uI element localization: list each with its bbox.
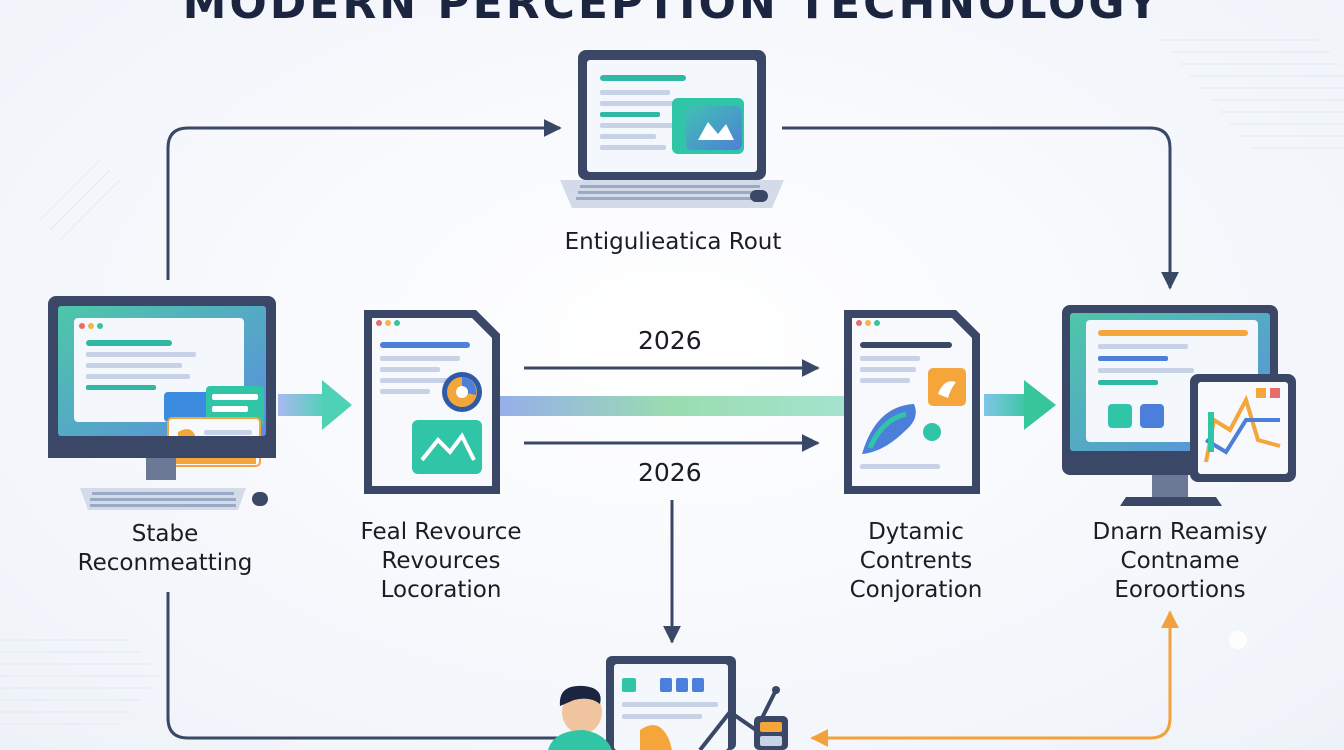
- tablet-icon: [1190, 374, 1296, 482]
- node-label-middle-left-line-2: Revources: [381, 548, 501, 574]
- person-icon: [548, 656, 788, 750]
- node-label-middle-right-line-2: Contrents: [859, 548, 973, 574]
- arrow-left-to-bottom: [166, 592, 560, 740]
- node-label-middle-right-line-1: Dytamic: [868, 519, 964, 545]
- document-icon: [844, 310, 980, 494]
- node-label-left-line-1: Stabe: [131, 521, 199, 547]
- node-label-middle-left-line-1: Feal Revource: [360, 519, 522, 545]
- node-label-top: Entigulieatica Rout: [564, 229, 782, 255]
- laptop-icon: [560, 50, 784, 208]
- flow-label-lower: 2026: [638, 458, 702, 487]
- arrow-bottom-to-right: [810, 610, 1179, 747]
- node-label-middle-left-line-3: Locoration: [380, 577, 502, 603]
- node-label-right-line-1: Dnarn Reamisy: [1092, 519, 1268, 545]
- node-label-right-line-2: Contname: [1120, 548, 1240, 574]
- document-icon: [364, 310, 500, 494]
- flow-arrow-right-monitor: [984, 380, 1056, 430]
- node-label-middle-left: Feal Revource Revources Locoration: [322, 518, 560, 605]
- node-label-right: Dnarn Reamisy Contname Eoroortions: [1060, 518, 1300, 605]
- node-label-middle-right: Dytamic Contrents Conjoration: [800, 518, 1032, 605]
- diagram-title: MODERN PERCEPTION TECHNOLOGY: [182, 0, 1162, 29]
- data-flow-band: [500, 396, 845, 416]
- desktop-monitor-icon: [48, 296, 276, 510]
- node-label-right-line-3: Eoroortions: [1114, 577, 1246, 603]
- node-label-left: Stabe Reconmeatting: [40, 520, 290, 578]
- flow-label-upper: 2026: [638, 326, 702, 355]
- arrow-top-to-right: [782, 126, 1179, 290]
- arrow-left-to-top: [166, 119, 562, 280]
- flow-arrow-left-monitor: [278, 380, 352, 430]
- node-label-middle-right-line-3: Conjoration: [849, 577, 983, 603]
- node-label-left-line-2: Reconmeatting: [77, 550, 253, 576]
